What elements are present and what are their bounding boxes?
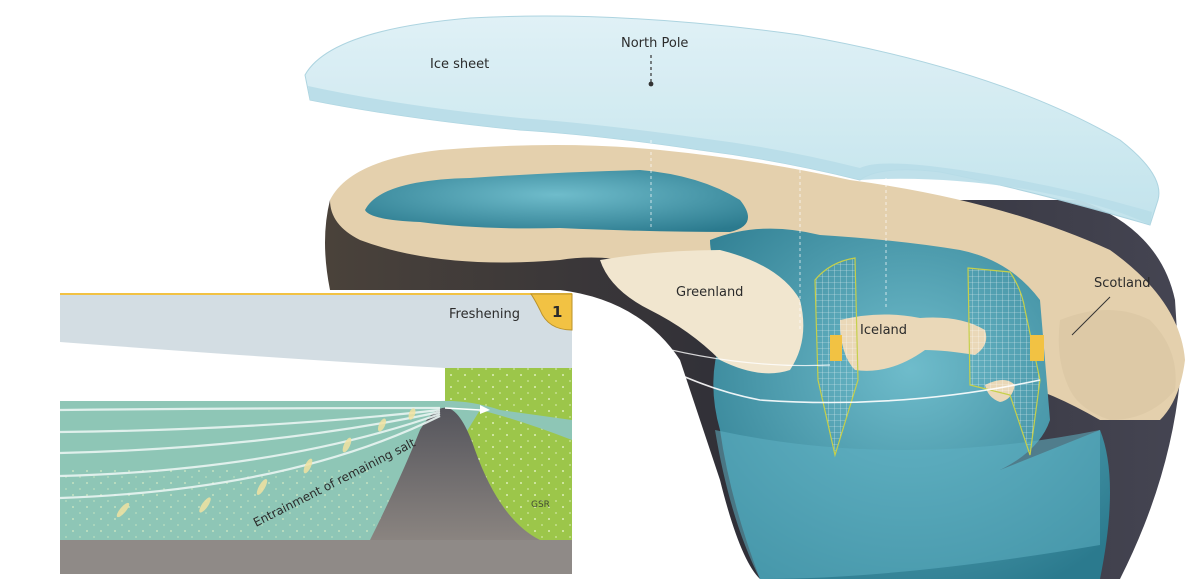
inset-streamlines [59, 406, 441, 500]
plume [116, 502, 130, 518]
streamline [59, 408, 441, 434]
inset-title: Freshening [449, 307, 520, 322]
plume [303, 458, 313, 474]
north-pole-marker-icon [648, 81, 654, 87]
arrow-head-icon [578, 318, 596, 334]
plume [408, 408, 416, 420]
barrier-marker-west [830, 335, 842, 361]
overflow-arrow-path [444, 407, 481, 411]
inset-seabed [60, 540, 572, 574]
greenland-landmass [600, 250, 804, 374]
water-front-face [715, 430, 1100, 579]
step-badge [530, 293, 573, 331]
inset-panel: 1 Freshening Entrainment of remaining sa… [59, 293, 573, 574]
inset-ridge [370, 407, 540, 540]
streamline [59, 410, 441, 455]
arctic-ocean [365, 170, 748, 232]
plume [342, 437, 352, 453]
streamline [59, 406, 441, 412]
barrier-section-east [967, 267, 1041, 456]
inset-ridge-label: GSR [531, 500, 550, 510]
streamline [59, 415, 441, 500]
step-number: 1 [552, 303, 562, 321]
plume [256, 479, 268, 495]
plume [377, 418, 387, 432]
ice-sheet-edge [308, 86, 1152, 225]
label-ice-sheet: Ice sheet [430, 57, 489, 72]
inset-entrainment-plumes [116, 408, 416, 518]
flow-arrow-path-2 [599, 329, 831, 367]
label-scotland: Scotland [1094, 276, 1151, 291]
overflow-arrow-head-icon [480, 405, 490, 414]
plume [199, 497, 211, 513]
label-north-pole: North Pole [621, 36, 688, 51]
scotland-landmass [1058, 310, 1176, 420]
barrier-marker-east [1030, 335, 1044, 361]
streamline [59, 412, 441, 478]
label-greenland: Greenland [676, 285, 743, 300]
inset-fresh-layer [60, 294, 572, 368]
label-iceland: Iceland [860, 323, 907, 338]
ice-sheet [304, 15, 1160, 330]
flow-arrow-path [589, 324, 1041, 404]
iceland-landmass [840, 314, 987, 371]
cutaway-block [325, 145, 1185, 579]
scotland-leader-line [1071, 296, 1111, 336]
